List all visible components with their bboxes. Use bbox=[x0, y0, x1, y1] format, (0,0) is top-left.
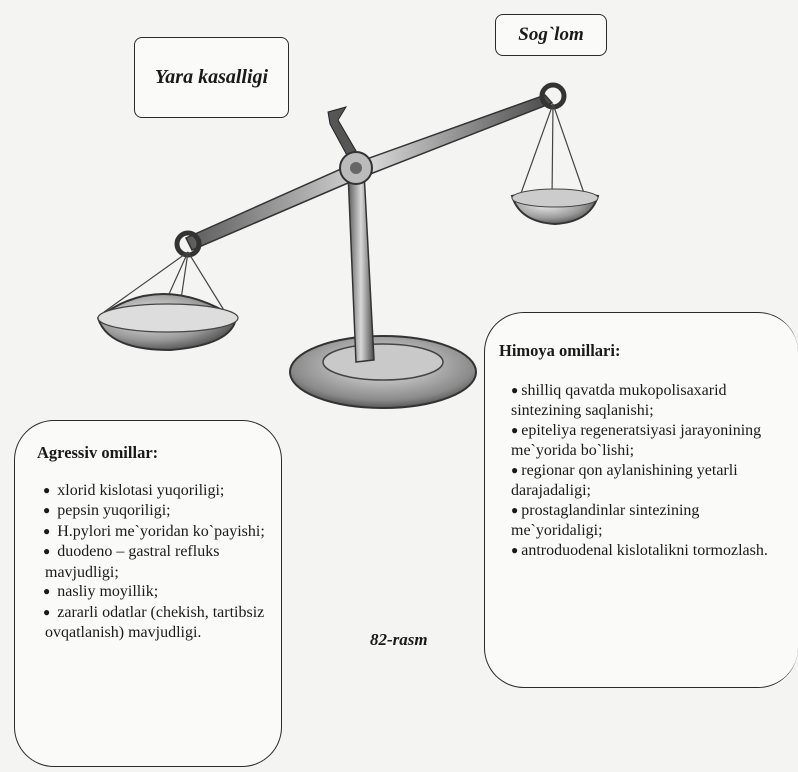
bullet-icon: ● bbox=[43, 482, 51, 497]
bullet-icon: ● bbox=[511, 502, 519, 517]
list-item: ● xlorid kislotasi yuqoriligi; bbox=[43, 481, 225, 499]
bullet-icon: ● bbox=[511, 382, 519, 397]
bullet-icon: ● bbox=[511, 462, 519, 477]
list-item: ●epiteliya regeneratsiyasi jarayonining … bbox=[511, 421, 762, 460]
himoya-omillari-box: Himoya omillari: ●shilliq qavatda mukopo… bbox=[484, 312, 798, 688]
bullet-icon: ● bbox=[43, 604, 51, 619]
label-soglom: Sog`lom bbox=[495, 14, 607, 56]
bullet-icon: ● bbox=[511, 422, 519, 437]
list-item: ● pepsin yuqoriligi; bbox=[43, 502, 171, 519]
bullet-icon: ● bbox=[43, 503, 51, 517]
list-item: ●shilliq qavatda mukopolisaxarid sintezi… bbox=[511, 381, 727, 420]
bullet-icon: ● bbox=[511, 542, 519, 557]
bullet-icon: ● bbox=[43, 584, 51, 598]
agressiv-title: Agressiv omillar: bbox=[37, 443, 159, 462]
himoya-title: Himoya omillari: bbox=[499, 341, 621, 360]
list-item: ● nasliy moyillik; bbox=[43, 583, 159, 600]
list-item: ● duodeno – gastral refluks mavjudligi; bbox=[43, 543, 220, 581]
list-item: ● H.pylori me`yoridan ko`payishi; bbox=[43, 522, 265, 540]
bullet-icon: ● bbox=[43, 544, 51, 558]
agressiv-omillar-box: Agressiv omillar: ● xlorid kislotasi yuq… bbox=[14, 420, 282, 767]
label-soglom-text: Sog`lom bbox=[518, 24, 584, 45]
figure-caption: 82-rasm bbox=[370, 630, 428, 649]
list-item: ●regionar qon aylanishining yetarli dara… bbox=[511, 461, 738, 500]
label-yara-kasalligi: Yara kasalligi bbox=[134, 37, 289, 118]
label-yara-text: Yara kasalligi bbox=[154, 66, 269, 88]
scale-column bbox=[347, 171, 375, 363]
bullet-icon: ● bbox=[43, 523, 51, 538]
agressiv-list: ● xlorid kislotasi yuqoriligi; ● pepsin … bbox=[37, 481, 281, 643]
list-item: ●prostaglandinlar sintezining me`yoridal… bbox=[511, 501, 700, 540]
list-item: ●antroduodenal kislotalikni tormozlash. bbox=[511, 541, 768, 559]
list-item: ● zararli odatlar (chekish, tartibsiz ov… bbox=[43, 603, 265, 642]
himoya-list: ●shilliq qavatda mukopolisaxarid sintezi… bbox=[499, 381, 798, 562]
